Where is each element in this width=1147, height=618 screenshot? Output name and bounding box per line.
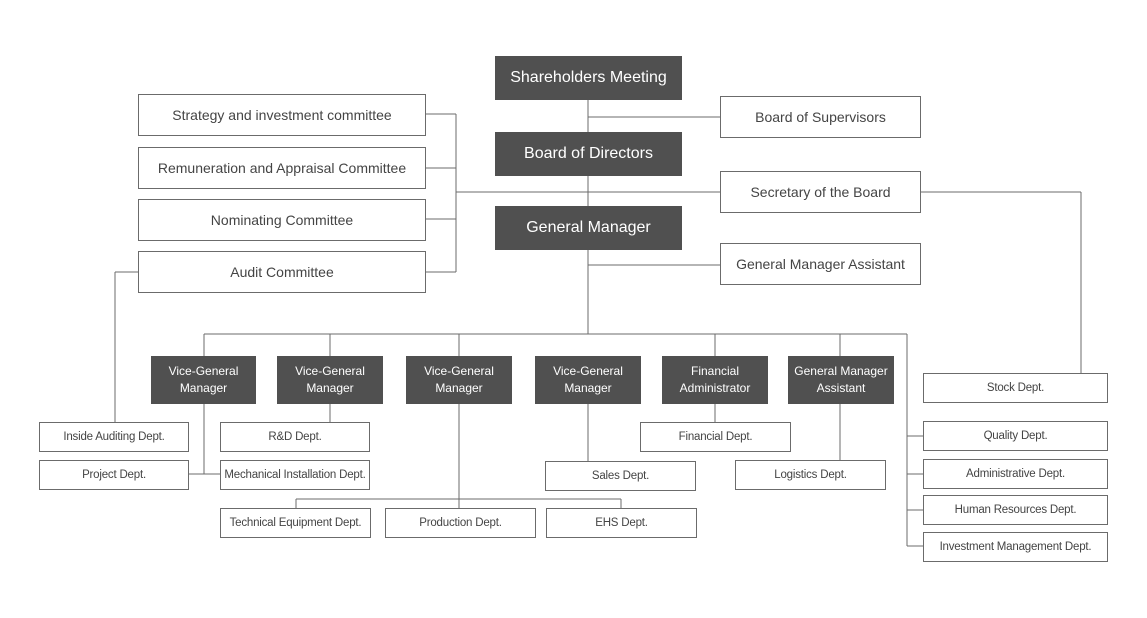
project-dept-box: Project Dept. — [39, 460, 189, 490]
investment-management-dept-box: Investment Management Dept. — [923, 532, 1108, 562]
mechanical-installation-dept-box: Mechanical Installation Dept. — [220, 460, 370, 490]
general-manager-assistant-box: General Manager Assistant — [720, 243, 921, 285]
board-of-supervisors-box: Board of Supervisors — [720, 96, 921, 138]
financial-dept-box: Financial Dept. — [640, 422, 791, 452]
financial-administrator-box: Financial Administrator — [662, 356, 768, 404]
vice-general-manager-3-box: Vice-General Manager — [406, 356, 512, 404]
remuneration-committee-box: Remuneration and Appraisal Committee — [138, 147, 426, 189]
inside-auditing-dept-box: Inside Auditing Dept. — [39, 422, 189, 452]
vice-general-manager-2-box: Vice-General Manager — [277, 356, 383, 404]
sales-dept-box: Sales Dept. — [545, 461, 696, 491]
rd-dept-box: R&D Dept. — [220, 422, 370, 452]
audit-committee-box: Audit Committee — [138, 251, 426, 293]
stock-dept-box: Stock Dept. — [923, 373, 1108, 403]
nominating-committee-box: Nominating Committee — [138, 199, 426, 241]
technical-equipment-dept-box: Technical Equipment Dept. — [220, 508, 371, 538]
strategy-committee-box: Strategy and investment committee — [138, 94, 426, 136]
general-manager-box: General Manager — [495, 206, 682, 250]
production-dept-box: Production Dept. — [385, 508, 536, 538]
general-manager-assistant-2-box: General Manager Assistant — [788, 356, 894, 404]
secretary-of-board-box: Secretary of the Board — [720, 171, 921, 213]
administrative-dept-box: Administrative Dept. — [923, 459, 1108, 489]
vice-general-manager-1-box: Vice-General Manager — [151, 356, 256, 404]
logistics-dept-box: Logistics Dept. — [735, 460, 886, 490]
quality-dept-box: Quality Dept. — [923, 421, 1108, 451]
ehs-dept-box: EHS Dept. — [546, 508, 697, 538]
vice-general-manager-4-box: Vice-General Manager — [535, 356, 641, 404]
board-of-directors-box: Board of Directors — [495, 132, 682, 176]
shareholders-meeting-box: Shareholders Meeting — [495, 56, 682, 100]
human-resources-dept-box: Human Resources Dept. — [923, 495, 1108, 525]
